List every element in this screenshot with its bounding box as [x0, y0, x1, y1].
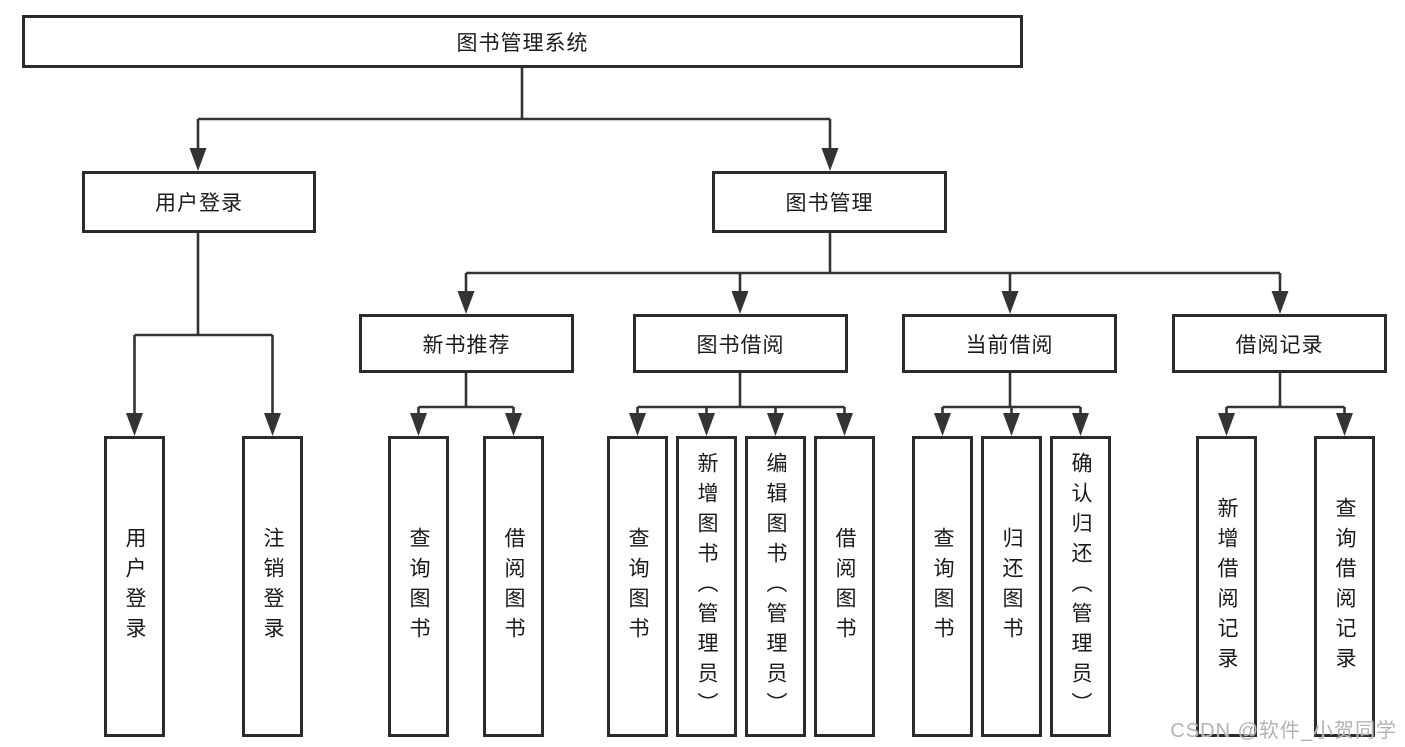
- node-borrow-records: 借阅记录: [1172, 314, 1387, 373]
- node-borrow-records-label: 借阅记录: [1235, 333, 1324, 357]
- node-current-borrow-label: 当前借阅: [965, 333, 1054, 357]
- leaf-records-add-record: 新增借阅记录: [1196, 436, 1257, 737]
- leaf-borrow-query-books: 查询图书: [607, 436, 668, 737]
- leaf-newrec-borrow-books-label: 借阅图书: [502, 526, 525, 647]
- leaf-borrow-add-books-admin: 新增图书（管理员）: [676, 436, 737, 737]
- node-root-label: 图书管理系统: [456, 31, 589, 55]
- node-book-management-label: 图书管理: [785, 192, 874, 215]
- leaf-borrow-query-books-label: 查询图书: [626, 526, 649, 647]
- node-new-book-recommend-label: 新书推荐: [422, 333, 511, 357]
- leaf-records-query-record: 查询借阅记录: [1314, 436, 1375, 737]
- leaf-borrow-add-books-admin-label: 新增图书（管理员）: [695, 451, 718, 722]
- leaf-borrow-borrow-books: 借阅图书: [814, 436, 875, 737]
- leaf-current-return-books-label: 归还图书: [1000, 526, 1023, 647]
- leaf-current-confirm-return-admin-label: 确认归还（管理员）: [1069, 451, 1092, 722]
- connector-book-mgmt-to-level3: [457, 233, 1289, 314]
- leaf-current-return-books: 归还图书: [981, 436, 1042, 737]
- node-book-management: 图书管理: [712, 171, 947, 233]
- node-root: 图书管理系统: [22, 15, 1023, 68]
- node-book-borrow-label: 图书借阅: [696, 333, 785, 357]
- node-current-borrow: 当前借阅: [902, 314, 1117, 373]
- leaf-logout-label: 注销登录: [261, 526, 284, 647]
- leaf-user-login-label: 用户登录: [123, 526, 146, 647]
- leaf-current-confirm-return-admin: 确认归还（管理员）: [1050, 436, 1111, 737]
- leaf-borrow-edit-books-admin-label: 编辑图书（管理员）: [764, 451, 787, 722]
- leaf-newrec-query-books-label: 查询图书: [407, 526, 430, 647]
- connector-new-rec-to-leaves: [410, 373, 522, 436]
- leaf-records-add-record-label: 新增借阅记录: [1215, 496, 1238, 677]
- leaf-records-query-record-label: 查询借阅记录: [1333, 496, 1356, 677]
- node-new-book-recommend: 新书推荐: [359, 314, 574, 373]
- leaf-current-query-books-label: 查询图书: [931, 526, 954, 647]
- node-book-borrow: 图书借阅: [633, 314, 848, 373]
- leaf-user-login: 用户登录: [104, 436, 165, 737]
- leaf-logout: 注销登录: [242, 436, 303, 737]
- connector-current-borrow-to-leaves: [934, 373, 1089, 436]
- leaf-borrow-borrow-books-label: 借阅图书: [833, 526, 856, 647]
- leaf-newrec-query-books: 查询图书: [388, 436, 449, 737]
- csdn-watermark: CSDN @软件_小贺同学: [1170, 720, 1397, 742]
- connector-user-login-to-leaves: [126, 233, 281, 436]
- node-user-login: 用户登录: [82, 171, 316, 233]
- connector-root-to-level2: [189, 68, 839, 171]
- leaf-current-query-books: 查询图书: [912, 436, 973, 737]
- connector-borrow-record-to-leaves: [1218, 373, 1353, 436]
- leaf-borrow-edit-books-admin: 编辑图书（管理员）: [745, 436, 806, 737]
- connector-book-borrow-to-leaves: [629, 373, 853, 436]
- node-user-login-label: 用户登录: [155, 192, 243, 215]
- leaf-newrec-borrow-books: 借阅图书: [483, 436, 544, 737]
